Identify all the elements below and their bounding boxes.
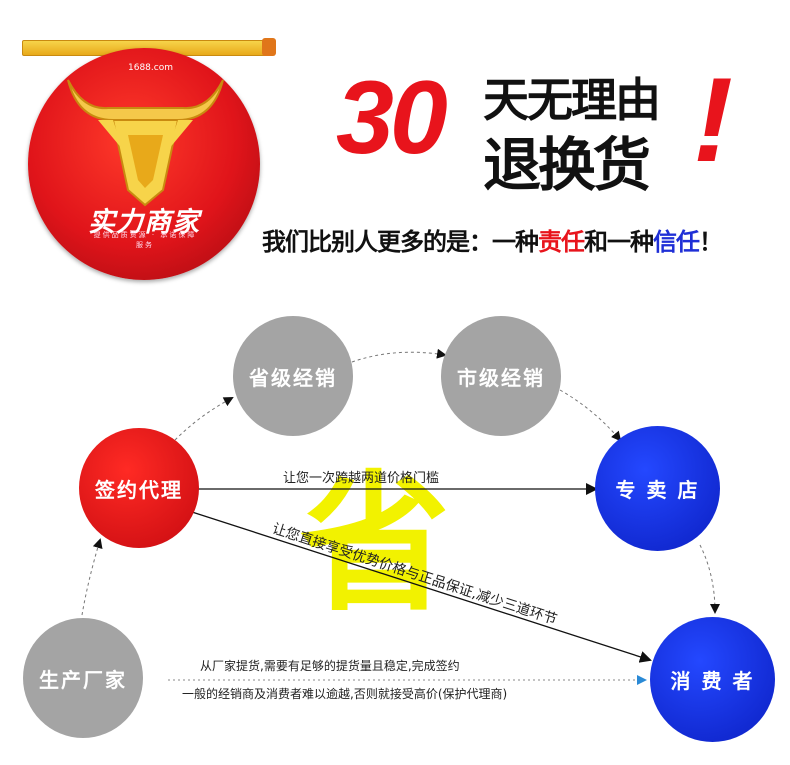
save-big-character: 省 [300, 458, 451, 632]
arrow-agent-to-province [174, 397, 234, 441]
headline-exclaim: ! [693, 53, 733, 187]
site-logo-text: 1688.com [128, 63, 173, 73]
badge-ribbon-end [262, 38, 276, 56]
tagline-end: ！ [699, 228, 723, 256]
arrow-city-to-store [559, 389, 622, 442]
return-days-number: 30 [336, 60, 448, 176]
arrow-store-to-consumer [699, 544, 720, 614]
headline-line1: 天无理由 [483, 73, 661, 127]
factory-pickup-note: 从厂家提货,需要有足够的提货量且稳定,完成签约 [200, 659, 460, 673]
node-specialty-store: 专 卖 店 [595, 426, 720, 551]
high-price-note: 一般的经销商及消费者难以逾越,否则就接受高价(保护代理商) [182, 687, 508, 701]
badge-title: 实力商家 [88, 207, 200, 238]
arrow-province-to-city [351, 348, 447, 363]
node-province-distributor: 省级经销 [233, 316, 353, 436]
node-city-distributor: 市级经销 [441, 316, 561, 436]
tagline: 我们比别人更多的是：一种责任和一种信任！ [262, 222, 723, 257]
tagline-trust: 信任 [653, 228, 700, 256]
tagline-mid: 和一种 [584, 228, 654, 256]
bull-icon [67, 79, 224, 207]
node-consumer: 消 费 者 [650, 617, 775, 742]
arrow-agent-to-consumer [191, 511, 652, 663]
headline-line2: 退换货 [483, 131, 651, 199]
tagline-responsibility: 责任 [538, 228, 585, 256]
arrow-factory-to-agent [81, 538, 103, 616]
node-signed-agent: 签约代理 [79, 428, 199, 548]
tagline-prefix: 我们比别人更多的是：一种 [262, 228, 539, 256]
skip-price-threshold-text: 让您一次跨越两道价格门槛 [283, 471, 440, 486]
node-manufacturer: 生产厂家 [23, 618, 143, 738]
badge-subtitle: 提供品质货源 · 承诺保障服务 [93, 231, 197, 249]
